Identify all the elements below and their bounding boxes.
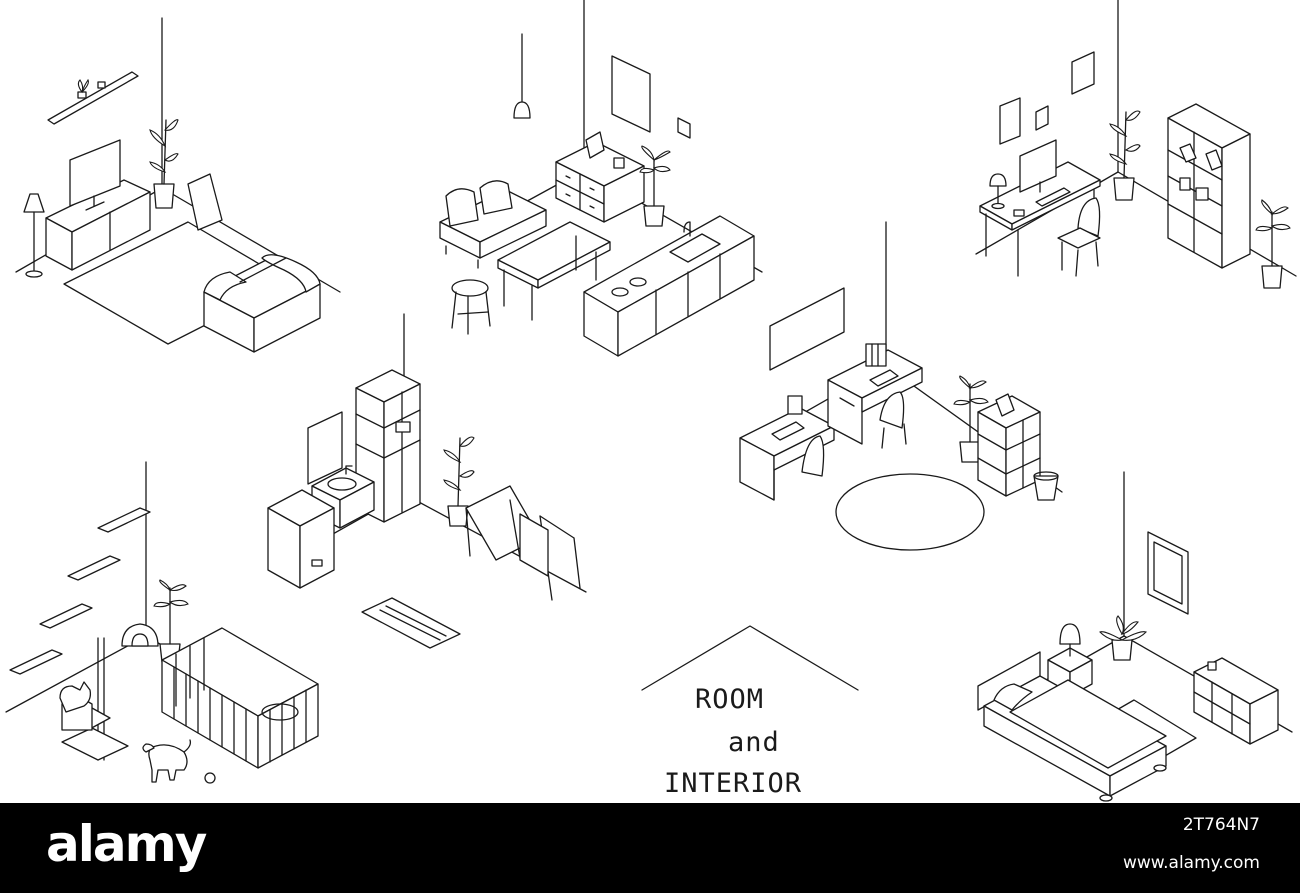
dining-table: [498, 222, 610, 320]
bath-plant: [444, 437, 474, 526]
cat-tower: [60, 638, 128, 760]
pet-house: [122, 624, 158, 646]
desk-chair: [1058, 198, 1100, 276]
office-plant: [1110, 111, 1140, 200]
title-line-interior: INTERIOR: [664, 768, 803, 799]
bedroom: [978, 472, 1292, 801]
drying-rack: [466, 486, 580, 600]
dog: [143, 740, 190, 782]
stool: [452, 280, 490, 334]
title-line-and: and: [728, 727, 780, 758]
playpen: [162, 628, 318, 768]
study-plant: [954, 376, 988, 462]
kitchen-island: [584, 216, 754, 356]
bathroom: [268, 314, 586, 648]
potted-plant: [150, 120, 178, 208]
kitchen: [440, 0, 762, 356]
washing-machine: [268, 490, 334, 588]
mirror: [308, 412, 342, 484]
study-room: [740, 222, 1062, 550]
wall-art: [612, 56, 690, 138]
title-line-room: ROOM: [695, 684, 765, 715]
television: [70, 140, 120, 210]
pet-room: [6, 462, 318, 783]
living-room: [16, 18, 340, 352]
bedroom-plant: [1100, 616, 1146, 660]
office: [976, 0, 1296, 288]
whiteboard: [770, 288, 844, 370]
ball: [205, 773, 215, 783]
desk-lamp: [990, 174, 1006, 209]
low-cabinet: [1194, 658, 1278, 744]
bedroom-frame: [1148, 532, 1188, 614]
bed: [978, 652, 1166, 801]
alamy-logo: alamy: [46, 815, 207, 873]
watermark-banner: alamy 2T764N7 www.alamy.com: [0, 803, 1300, 893]
pet-room-plant: [154, 580, 188, 662]
study-desk-left: [740, 396, 834, 500]
bookshelf: [1168, 104, 1250, 268]
office-plant-tall: [1256, 200, 1290, 288]
round-rug: [836, 474, 984, 550]
leaning-frame: [188, 174, 222, 230]
bath-mat: [362, 598, 460, 648]
cube-storage: [978, 394, 1040, 496]
image-id: 2T764N7: [1182, 815, 1260, 835]
wall-shelf: [48, 72, 138, 124]
tall-cabinet: [356, 370, 420, 522]
cat-wall-shelves: [10, 508, 150, 674]
bedside-lamp: [1060, 624, 1080, 656]
waste-bin: [1034, 472, 1058, 500]
loveseat: [440, 181, 546, 268]
floor-lamp: [24, 194, 44, 277]
title-roof: [642, 626, 858, 690]
monitor: [1014, 140, 1070, 216]
study-desk-right: [828, 344, 922, 448]
dresser: [556, 132, 644, 222]
pendant-lamp: [514, 34, 530, 118]
office-wall-frames: [1000, 52, 1094, 144]
kitchen-plant: [640, 146, 670, 226]
isometric-rooms-illustration: [0, 0, 1300, 803]
sofa: [204, 255, 320, 352]
image-url: www.alamy.com: [1122, 853, 1260, 873]
